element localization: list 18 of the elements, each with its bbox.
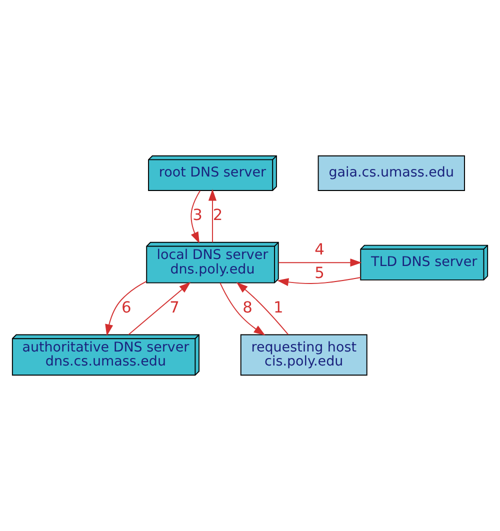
node-box: requesting host cis.poly.edu bbox=[240, 334, 368, 376]
arrow bbox=[208, 189, 217, 243]
arrow bbox=[190, 190, 201, 244]
edge-label: 5 bbox=[314, 264, 324, 282]
edge-label: 3 bbox=[192, 206, 202, 224]
arrow bbox=[236, 282, 289, 336]
arrow bbox=[105, 280, 147, 336]
arrow bbox=[220, 282, 266, 336]
edge-label: 7 bbox=[170, 298, 180, 316]
edge-label: 8 bbox=[242, 298, 252, 316]
arrow bbox=[128, 282, 191, 336]
node-box: gaia.cs.umass.edu bbox=[318, 155, 465, 191]
edge-label: 4 bbox=[314, 240, 324, 259]
arrow bbox=[277, 277, 362, 286]
edge-label: 2 bbox=[212, 206, 223, 224]
arrow bbox=[278, 258, 362, 267]
edge-label: 1 bbox=[273, 298, 284, 316]
edge-label: 6 bbox=[122, 298, 132, 316]
